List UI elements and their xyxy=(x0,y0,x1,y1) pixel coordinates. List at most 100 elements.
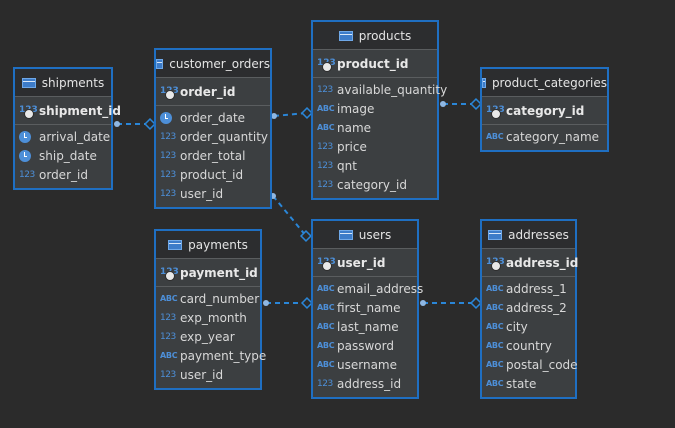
field-name: country xyxy=(506,338,552,353)
field-name: order_total xyxy=(180,148,246,163)
table-icon xyxy=(338,229,353,240)
field-row[interactable]: 123 address_id xyxy=(313,374,417,393)
field-name: user_id xyxy=(180,186,224,201)
connector-dot xyxy=(263,300,269,306)
table-header[interactable]: addresses xyxy=(482,221,575,249)
products-categories-link[interactable] xyxy=(440,97,483,111)
field-row[interactable]: arrival_date xyxy=(15,127,111,146)
shipments-orders-link[interactable] xyxy=(114,117,157,131)
field-name: username xyxy=(337,357,397,372)
orders-products-link[interactable] xyxy=(271,106,314,120)
table-header[interactable]: customer_orders xyxy=(156,50,270,78)
table-icon xyxy=(156,58,164,69)
field-row[interactable]: ship_date xyxy=(15,146,111,165)
primary-key-row[interactable]: 123shipment_id xyxy=(15,97,121,125)
number-type-icon: 123 xyxy=(160,312,176,323)
users-addresses-link[interactable] xyxy=(420,296,483,310)
table-title: payments xyxy=(188,237,248,252)
connector-diamond xyxy=(300,106,314,120)
text-type-icon: ABC xyxy=(486,360,504,369)
table-header[interactable]: shipments xyxy=(15,69,111,97)
table-payments[interactable]: payments123payment_idABCcard_number123ex… xyxy=(154,229,266,390)
table-header[interactable]: product_categories xyxy=(482,69,607,97)
table-customer-orders[interactable]: customer_orders123order_idorder_date123o… xyxy=(154,48,272,209)
text-type-icon: ABC xyxy=(317,104,335,113)
field-name: image xyxy=(337,101,375,116)
connector-diamond xyxy=(469,97,483,111)
table-shipments[interactable]: shipments123shipment_id arrival_dateship_… xyxy=(13,67,121,190)
table-users[interactable]: users123user_idABCemail_addressABCfirst_… xyxy=(311,219,423,399)
orders-users-link[interactable] xyxy=(270,193,313,243)
connector-diamond xyxy=(300,296,314,310)
table-icon xyxy=(488,229,503,240)
primary-key-name: address_id xyxy=(506,255,579,270)
text-type-icon: ABC xyxy=(160,294,178,303)
number-type-icon: 123 xyxy=(317,378,333,389)
table-title: customer_orders xyxy=(169,56,270,71)
table-title: users xyxy=(358,227,392,242)
primary-key-name: user_id xyxy=(337,255,386,270)
table-addresses[interactable]: addresses123address_idABCaddress_1ABCadd… xyxy=(480,219,579,399)
text-type-icon: ABC xyxy=(317,322,335,331)
field-name: address_id xyxy=(337,376,402,391)
field-name: password xyxy=(337,338,394,353)
primary-key-row[interactable]: 123payment_id xyxy=(156,259,260,287)
table-header[interactable]: users xyxy=(313,221,417,249)
table-product-categories[interactable]: product_categories123category_idABCcateg… xyxy=(480,67,609,152)
primary-key-icon: 123 xyxy=(160,85,179,100)
field-name: postal_code xyxy=(506,357,578,372)
field-row[interactable]: order_date xyxy=(156,108,270,127)
field-name: card_number xyxy=(180,291,260,306)
field-name: name xyxy=(337,120,372,135)
field-name: state xyxy=(506,376,537,391)
primary-key-name: shipment_id xyxy=(39,103,122,118)
table-products[interactable]: products123product_id 123available_quanti… xyxy=(311,20,447,200)
field-name: qnt xyxy=(337,158,357,173)
primary-key-icon: 123 xyxy=(317,256,336,271)
payments-users-link[interactable] xyxy=(263,296,314,310)
text-type-icon: ABC xyxy=(486,303,504,312)
number-type-icon: 123 xyxy=(317,179,333,190)
clock-icon xyxy=(19,130,31,143)
table-header[interactable]: payments xyxy=(156,231,260,259)
field-name: order_quantity xyxy=(180,129,269,144)
table-header[interactable]: products xyxy=(313,22,437,50)
